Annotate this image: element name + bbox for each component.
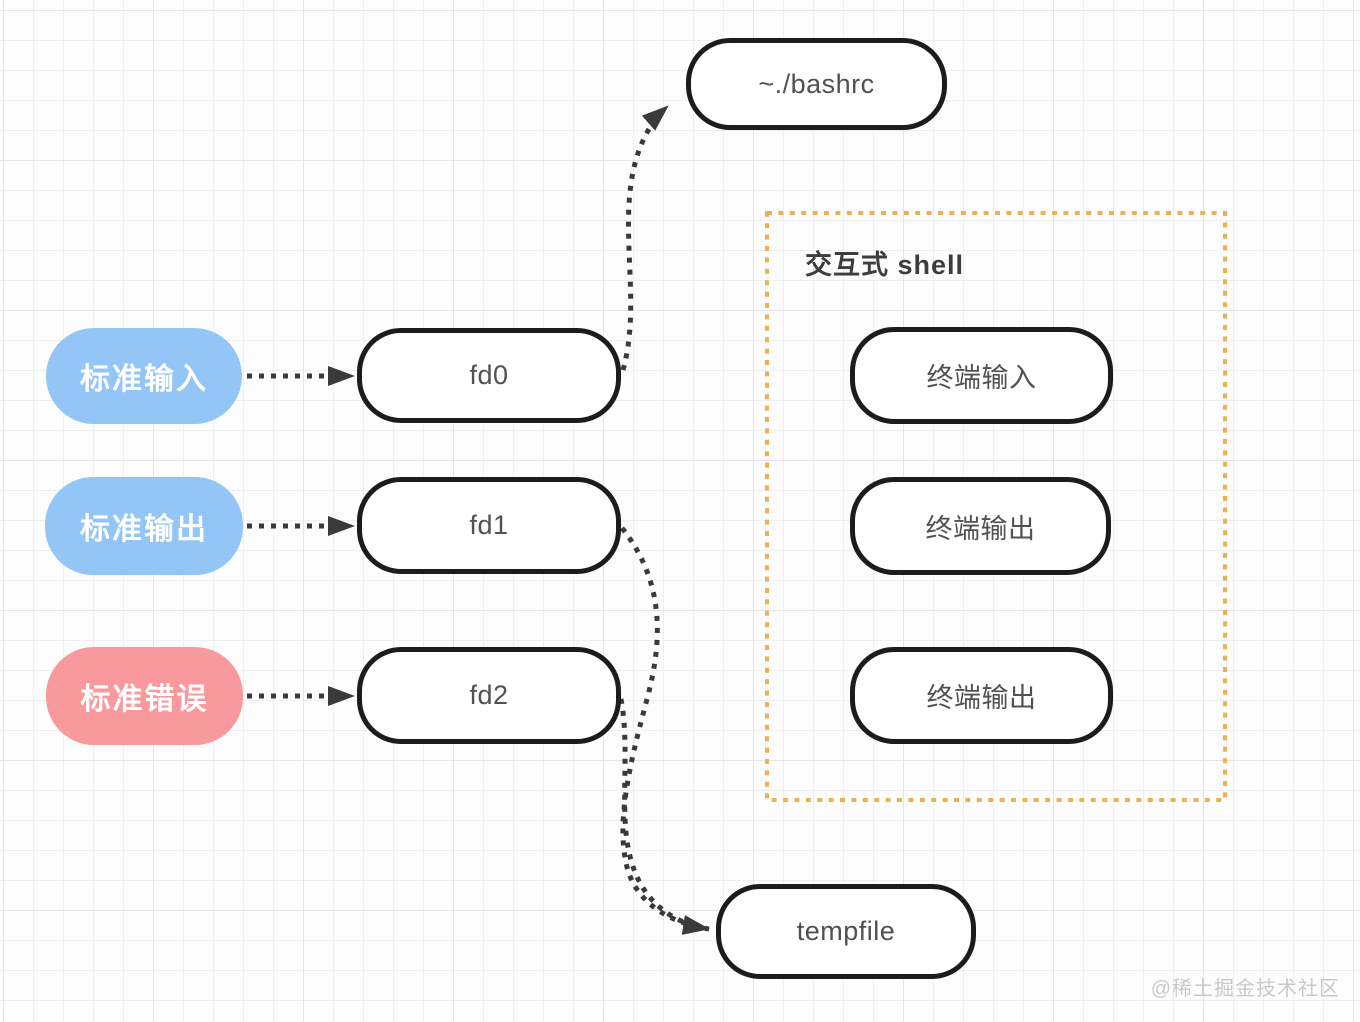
node-stdin: 标准输入 [46,328,242,424]
edge-fd0-bashrc [620,104,670,371]
node-terminal-output-2: 终端输出 [850,647,1113,744]
node-stdout-label: 标准输出 [80,513,208,546]
node-terminal-input-label: 终端输入 [926,363,1037,393]
watermark: @稀土掘金技术社区 [1150,978,1340,1000]
node-fd2-label: fd2 [469,680,509,710]
node-bashrc: ~./bashrc [686,38,947,130]
node-terminal-output-2-label: 终端输出 [926,683,1037,713]
node-stdout: 标准输出 [45,477,243,575]
node-stderr-label: 标准错误 [80,683,209,716]
node-stderr: 标准错误 [46,647,243,745]
node-fd2: fd2 [357,647,621,744]
node-fd0: fd0 [357,328,621,423]
edge-fd2-tempfile [618,698,695,929]
shell-group-border [765,211,1227,802]
node-terminal-input: 终端输入 [850,327,1113,424]
node-tempfile: tempfile [716,884,976,979]
node-bashrc-label: ~./bashrc [758,68,875,99]
shell-group-title: 交互式 shell [805,250,965,280]
node-fd0-label: fd0 [469,360,509,390]
node-fd1-label: fd1 [469,510,509,540]
node-tempfile-label: tempfile [796,916,896,946]
node-terminal-output-1-label: 终端输出 [925,513,1036,544]
node-stdin-label: 标准输入 [80,363,208,396]
node-fd1: fd1 [357,477,621,574]
node-terminal-output-1: 终端输出 [850,477,1111,575]
